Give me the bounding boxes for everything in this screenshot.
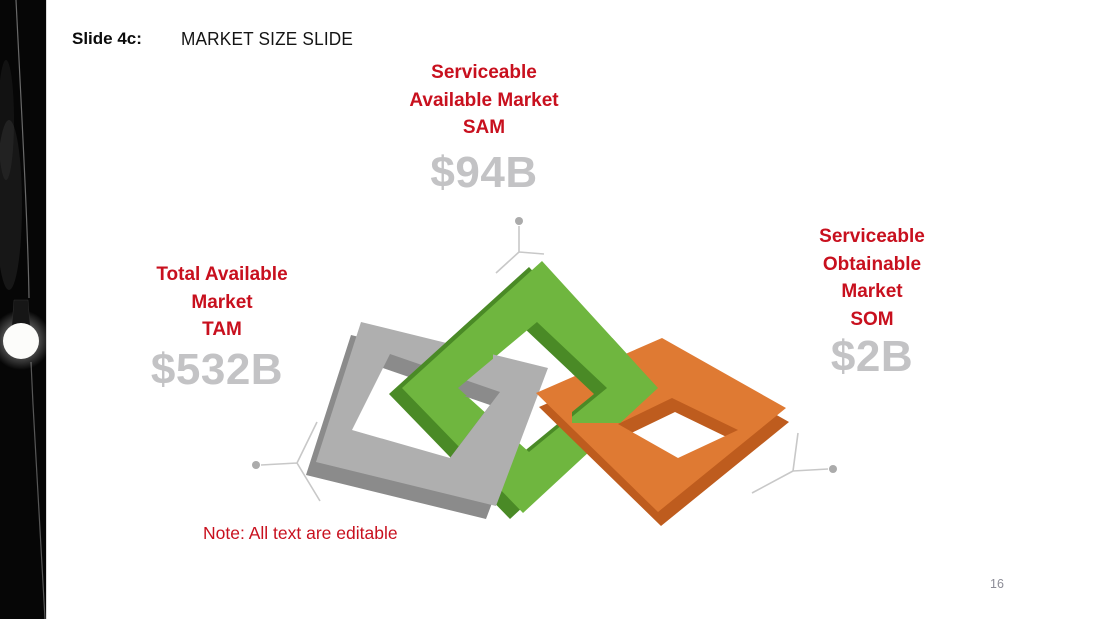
tam-value: $532B — [150, 345, 284, 394]
page-title: MARKET SIZE SLIDE — [181, 28, 354, 49]
tam-label-line: Total Available — [156, 264, 288, 285]
sam-label-line: SAM — [462, 117, 506, 138]
sam-value: $94B — [430, 148, 538, 197]
som-label-line: SOM — [850, 308, 894, 330]
left-black-panel — [0, 0, 47, 619]
som-label-line: Market — [841, 281, 903, 302]
sam-ring-green-overlap — [389, 261, 658, 519]
som-label: Serviceable Obtainable Market SOM — [747, 223, 997, 333]
som-label-line: Serviceable — [819, 226, 925, 247]
tam-ring-gray — [306, 322, 548, 519]
page-number: 16 — [990, 577, 1004, 591]
sam-label-line: Available Market — [409, 89, 559, 111]
tam-label-line: Market — [191, 291, 253, 313]
note-text: Note: All text are editable — [203, 523, 398, 543]
tam-label-line: TAM — [202, 319, 242, 340]
tam-label: Total Available Market TAM — [97, 261, 347, 344]
sam-label-line: Serviceable — [431, 62, 537, 83]
slide-label: Slide 4c: — [72, 29, 142, 48]
sam-ring-green-overlap — [389, 261, 658, 519]
sam-ring-green — [389, 261, 658, 519]
sam-label: Serviceable Available Market SAM — [359, 59, 609, 142]
lightbulb-image — [0, 0, 46, 619]
som-value: $2B — [830, 332, 914, 381]
som-label-line: Obtainable — [822, 253, 922, 275]
